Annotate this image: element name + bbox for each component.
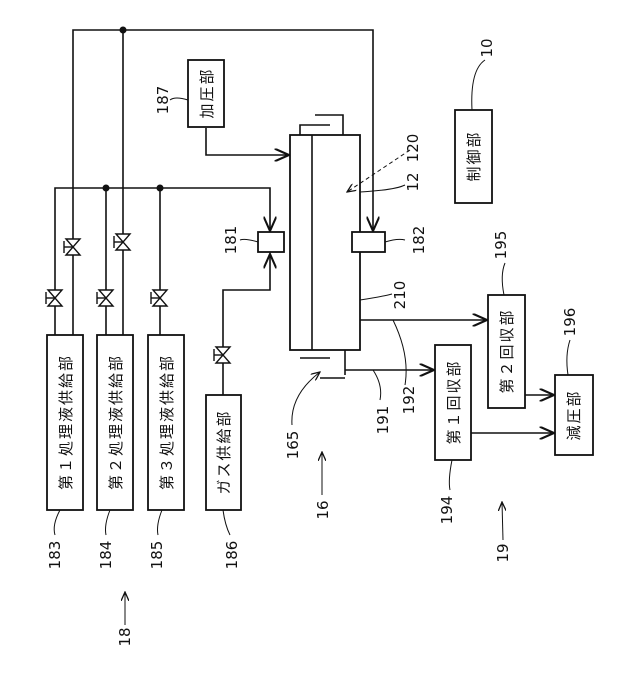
nozzle-181 bbox=[258, 232, 284, 252]
label-210: 210 bbox=[391, 281, 409, 310]
supply2-label: 第２処理液供給部 bbox=[107, 354, 125, 490]
box-depressurize: 減圧部 bbox=[555, 375, 593, 455]
box-gas: ガス供給部 bbox=[206, 395, 241, 510]
box-recover2: 第２回収部 bbox=[488, 295, 525, 408]
label-18: 18 bbox=[116, 627, 134, 646]
recover1-label: 第１回収部 bbox=[445, 359, 463, 444]
pressurize-label: 加圧部 bbox=[198, 67, 216, 118]
label-182: 182 bbox=[410, 226, 428, 255]
gas-label: ガス供給部 bbox=[215, 409, 233, 494]
label-181: 181 bbox=[222, 226, 240, 255]
supply3-label: 第３処理液供給部 bbox=[158, 354, 176, 490]
valve-icon bbox=[114, 234, 130, 250]
label-195: 195 bbox=[492, 231, 510, 260]
label-19: 19 bbox=[494, 543, 512, 562]
recover2-label: 第２回収部 bbox=[498, 308, 516, 393]
label-187: 187 bbox=[154, 86, 172, 115]
label-12: 12 bbox=[404, 172, 422, 191]
box-supply2: 第２処理液供給部 bbox=[97, 335, 133, 510]
box-pressurize: 加圧部 bbox=[188, 60, 224, 127]
label-192: 192 bbox=[400, 386, 418, 415]
valve-icon bbox=[64, 239, 80, 255]
label-165: 165 bbox=[284, 431, 302, 460]
box-recover1: 第１回収部 bbox=[435, 345, 471, 460]
valve-icon bbox=[46, 290, 62, 306]
label-16: 16 bbox=[314, 500, 332, 519]
label-185: 185 bbox=[148, 541, 166, 570]
label-186: 186 bbox=[223, 541, 241, 570]
valve-icon bbox=[97, 290, 113, 306]
label-191: 191 bbox=[374, 406, 392, 435]
valve-icon bbox=[214, 347, 230, 363]
label-184: 184 bbox=[97, 541, 115, 570]
label-183: 183 bbox=[46, 541, 64, 570]
control-label: 制御部 bbox=[465, 130, 483, 181]
valve-icon bbox=[151, 290, 167, 306]
nozzle-182 bbox=[352, 232, 385, 252]
supply1-label: 第１処理液供給部 bbox=[57, 354, 75, 490]
label-196: 196 bbox=[561, 308, 579, 337]
box-supply3: 第３処理液供給部 bbox=[148, 335, 184, 510]
label-10: 10 bbox=[478, 38, 496, 57]
label-194: 194 bbox=[438, 496, 456, 525]
label-120: 120 bbox=[404, 134, 422, 163]
box-supply1: 第１処理液供給部 bbox=[47, 335, 83, 510]
depressurize-label: 減圧部 bbox=[565, 389, 583, 440]
box-control: 制御部 bbox=[455, 110, 492, 203]
